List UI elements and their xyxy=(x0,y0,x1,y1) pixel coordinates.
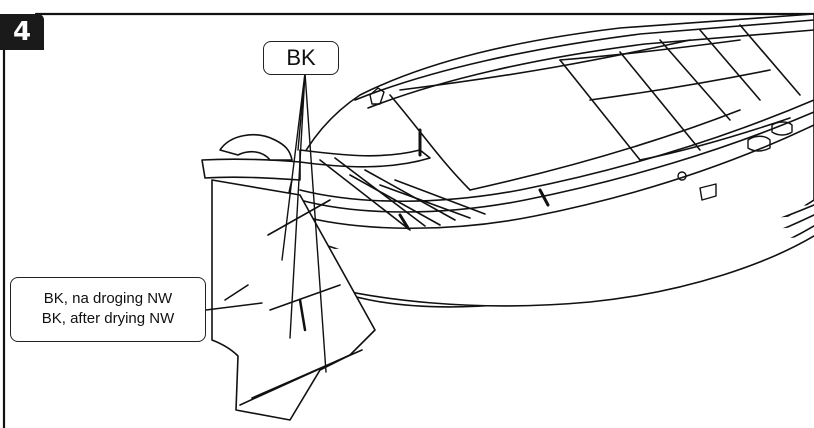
bk-callout: BK xyxy=(263,41,339,75)
boat-transom xyxy=(201,134,376,421)
callout-pointers xyxy=(205,72,327,373)
boat-gunwale xyxy=(296,19,814,230)
diagram-frame xyxy=(2,12,814,428)
step-number-badge: 4 xyxy=(0,14,44,50)
boat-deck xyxy=(389,24,801,191)
bk-drying-callout: BK, na droging NW BK, after drying NW xyxy=(10,277,206,342)
boat-fittings xyxy=(369,87,793,201)
callout-line-english: BK, after drying NW xyxy=(41,310,175,327)
callout-line-dutch: BK, na droging NW xyxy=(43,290,173,307)
boat-stern-frame xyxy=(299,128,550,231)
